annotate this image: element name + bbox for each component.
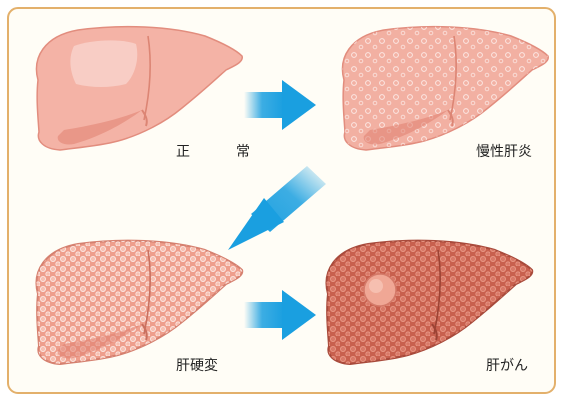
label-normal: 正 常 xyxy=(176,144,266,160)
label-liver-cancer: 肝がん xyxy=(486,358,528,374)
label-cirrhosis: 肝硬変 xyxy=(176,358,218,374)
label-chronic-hepatitis: 慢性肝炎 xyxy=(476,144,532,160)
